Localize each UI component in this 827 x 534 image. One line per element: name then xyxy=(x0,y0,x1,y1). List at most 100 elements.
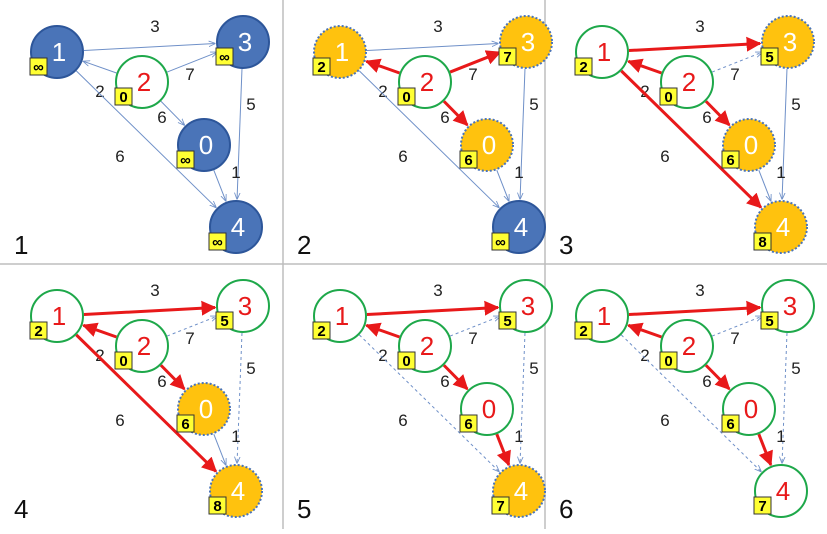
distance-value: 0 xyxy=(402,89,410,106)
edge-weight-2-1: 2 xyxy=(378,346,387,365)
node-label: 1 xyxy=(52,301,66,331)
node-label: 4 xyxy=(514,476,528,506)
node-2: 20 xyxy=(114,319,169,373)
edge-1-3 xyxy=(366,44,498,52)
edge-weight-3-4: 5 xyxy=(529,359,538,378)
node-label: 3 xyxy=(521,27,535,57)
node-label: 3 xyxy=(238,291,252,321)
distance-badge xyxy=(114,351,133,370)
edge-weight-2-1: 2 xyxy=(378,82,387,101)
node-label: 0 xyxy=(199,130,213,160)
distance-value: 7 xyxy=(758,498,766,515)
edge-1-4 xyxy=(358,70,499,208)
edge-3-4 xyxy=(237,68,243,199)
node-label: 4 xyxy=(514,212,528,242)
edge-3-4 xyxy=(237,332,243,463)
distance-value: 7 xyxy=(503,49,511,66)
distance-value: 6 xyxy=(726,416,734,433)
distance-badge xyxy=(574,57,593,76)
node-4: 47 xyxy=(753,464,808,518)
panel-number: 4 xyxy=(14,494,28,524)
edge-2-0 xyxy=(442,364,469,391)
node-4: 47 xyxy=(491,464,546,518)
distance-badge xyxy=(397,87,416,106)
edge-weight-1-4: 6 xyxy=(115,411,124,430)
distance-value: 2 xyxy=(579,59,587,76)
node-label: 3 xyxy=(521,291,535,321)
edge-weight-3-4: 5 xyxy=(246,359,255,378)
edge-weight-1-4: 6 xyxy=(398,411,407,430)
panel-number: 2 xyxy=(297,230,311,260)
edge-2-1 xyxy=(364,58,401,75)
edge-weight-1-3: 3 xyxy=(695,281,704,300)
distance-value: 2 xyxy=(34,323,42,340)
node-0: 0∞ xyxy=(176,118,231,172)
node-2: 20 xyxy=(114,55,169,109)
distance-badge xyxy=(459,414,478,433)
edge-weight-2-3: 7 xyxy=(468,65,477,84)
node-label: 3 xyxy=(783,27,797,57)
edge-0-4 xyxy=(757,433,773,467)
edge-2-0 xyxy=(704,100,731,127)
distance-badge xyxy=(176,150,195,169)
node-label: 0 xyxy=(482,394,496,424)
distance-badge xyxy=(659,351,678,370)
edge-weight-2-3: 7 xyxy=(185,65,194,84)
edge-1-3 xyxy=(366,300,500,317)
distance-value: ∞ xyxy=(219,49,230,66)
edge-2-3 xyxy=(449,50,502,74)
edge-weight-0-4: 1 xyxy=(231,427,240,446)
distance-value: 5 xyxy=(765,49,773,66)
distance-value: 8 xyxy=(758,234,766,251)
edge-weight-1-3: 3 xyxy=(695,17,704,36)
edge-weight-1-4: 6 xyxy=(660,411,669,430)
edge-weight-1-4: 6 xyxy=(660,147,669,166)
edge-3-4 xyxy=(782,68,788,199)
distance-badge xyxy=(498,311,517,330)
distance-value: ∞ xyxy=(495,234,506,251)
distance-value: 6 xyxy=(464,152,472,169)
edge-2-3 xyxy=(449,316,500,337)
node-label: 0 xyxy=(482,130,496,160)
node-2: 20 xyxy=(397,319,452,373)
distance-value: 5 xyxy=(503,313,511,330)
distance-badge xyxy=(215,311,234,330)
node-label: 3 xyxy=(783,291,797,321)
edge-1-4 xyxy=(620,69,763,209)
node-4: 48 xyxy=(753,200,808,254)
distance-value: 0 xyxy=(119,89,127,106)
node-label: 1 xyxy=(597,37,611,67)
edge-1-3 xyxy=(83,44,215,52)
node-1: 12 xyxy=(574,25,629,79)
distance-badge xyxy=(721,150,740,169)
edge-weight-2-1: 2 xyxy=(95,346,104,365)
node-label: 4 xyxy=(776,212,790,242)
edge-weight-2-0: 6 xyxy=(702,108,711,127)
edge-weight-2-1: 2 xyxy=(640,346,649,365)
edge-weight-2-3: 7 xyxy=(730,65,739,84)
edge-weight-0-4: 1 xyxy=(776,163,785,182)
edge-3-4 xyxy=(782,332,788,463)
edge-2-1 xyxy=(81,322,118,339)
distance-value: ∞ xyxy=(212,234,223,251)
edge-weight-3-4: 5 xyxy=(246,95,255,114)
edge-weight-2-1: 2 xyxy=(95,82,104,101)
edge-weight-0-4: 1 xyxy=(231,163,240,182)
distance-value: 0 xyxy=(119,353,127,370)
node-3: 3∞ xyxy=(215,15,270,69)
node-3: 35 xyxy=(498,279,553,333)
distance-badge xyxy=(459,150,478,169)
distance-badge xyxy=(114,87,133,106)
edge-weight-2-0: 6 xyxy=(440,108,449,127)
